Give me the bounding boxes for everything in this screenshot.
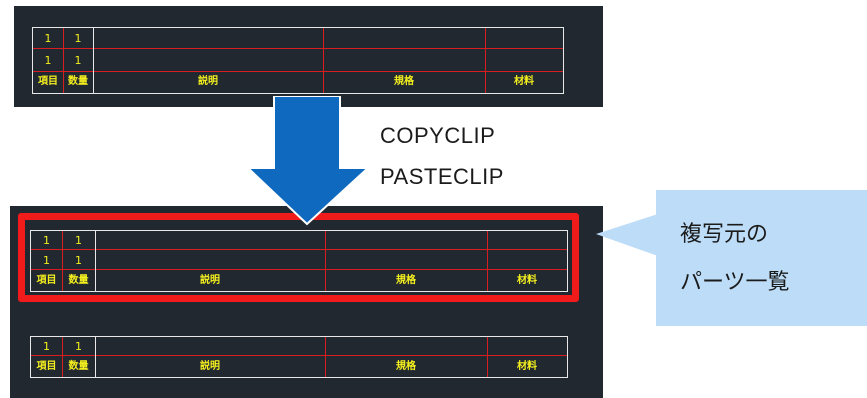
table-row: 1 1	[33, 53, 563, 68]
header-row: 項目 数量 説明 規格 材料	[33, 74, 563, 89]
grid-line	[325, 231, 326, 291]
item-cell: 1	[44, 54, 52, 67]
qty-cell: 1	[75, 340, 82, 353]
cad-viewport-original[interactable]: 1 1 1 1 項目 数量 説明 規格 材料	[14, 6, 603, 107]
qty-cell: 1	[75, 254, 82, 267]
header-desc: 説明	[200, 361, 220, 372]
grid-line	[63, 28, 64, 93]
table-row: 1 1	[31, 253, 567, 268]
grid-line	[62, 337, 63, 377]
header-desc: 説明	[200, 275, 220, 286]
grid-line	[487, 337, 488, 377]
item-cell: 1	[43, 254, 50, 267]
grid-line	[33, 71, 563, 72]
header-qty: 数量	[68, 361, 89, 372]
header-row: 項目 数量 説明 規格 材料	[31, 273, 567, 288]
cad-viewport-result[interactable]: 1 1 1 1 項目 数量 説明 規格 材料 1 1 項目 数量 説明	[10, 206, 603, 398]
command-copyclip: COPYCLIP	[380, 123, 496, 148]
header-desc: 説明	[198, 76, 218, 87]
grid-line	[93, 28, 94, 93]
grid-line	[487, 231, 488, 291]
header-item: 項目	[38, 76, 58, 87]
callout-box	[656, 190, 867, 326]
grid-line	[31, 249, 567, 250]
callout-line-1: 複写元の	[680, 222, 769, 247]
grid-line	[485, 28, 486, 93]
item-cell: 1	[43, 234, 50, 247]
header-material: 材料	[514, 76, 534, 87]
item-cell: 1	[44, 32, 52, 45]
header-item: 項目	[36, 275, 57, 286]
down-arrow-icon	[245, 95, 371, 232]
header-material: 材料	[517, 361, 537, 372]
header-qty: 数量	[68, 76, 88, 87]
grid-line	[62, 231, 63, 291]
qty-cell: 1	[74, 54, 82, 67]
table-row: 1 1	[33, 31, 563, 46]
header-material: 材料	[517, 275, 537, 286]
grid-line	[95, 231, 96, 291]
grid-line	[31, 355, 567, 356]
grid-line	[31, 269, 567, 270]
callout-line-2: パーツ一覧	[680, 270, 790, 295]
header-item: 項目	[36, 361, 57, 372]
header-spec: 規格	[396, 361, 416, 372]
item-cell: 1	[43, 340, 50, 353]
qty-cell: 1	[75, 234, 82, 247]
qty-cell: 1	[74, 32, 82, 45]
parts-list-existing[interactable]: 1 1 項目 数量 説明 規格 材料	[30, 336, 568, 378]
command-pasteclip: PASTECLIP	[380, 164, 504, 189]
grid-line	[95, 337, 96, 377]
callout-pointer	[596, 208, 660, 262]
header-qty: 数量	[68, 275, 89, 286]
table-row: 1 1	[31, 339, 567, 354]
header-row: 項目 数量 説明 規格 材料	[31, 359, 567, 374]
grid-line	[325, 337, 326, 377]
grid-line	[33, 48, 563, 49]
grid-line	[323, 28, 324, 93]
parts-list-original[interactable]: 1 1 1 1 項目 数量 説明 規格 材料	[32, 27, 564, 94]
parts-list-pasted[interactable]: 1 1 1 1 項目 数量 説明 規格 材料	[30, 230, 568, 292]
table-row: 1 1	[31, 233, 567, 248]
header-spec: 規格	[394, 76, 414, 87]
header-spec: 規格	[396, 275, 416, 286]
